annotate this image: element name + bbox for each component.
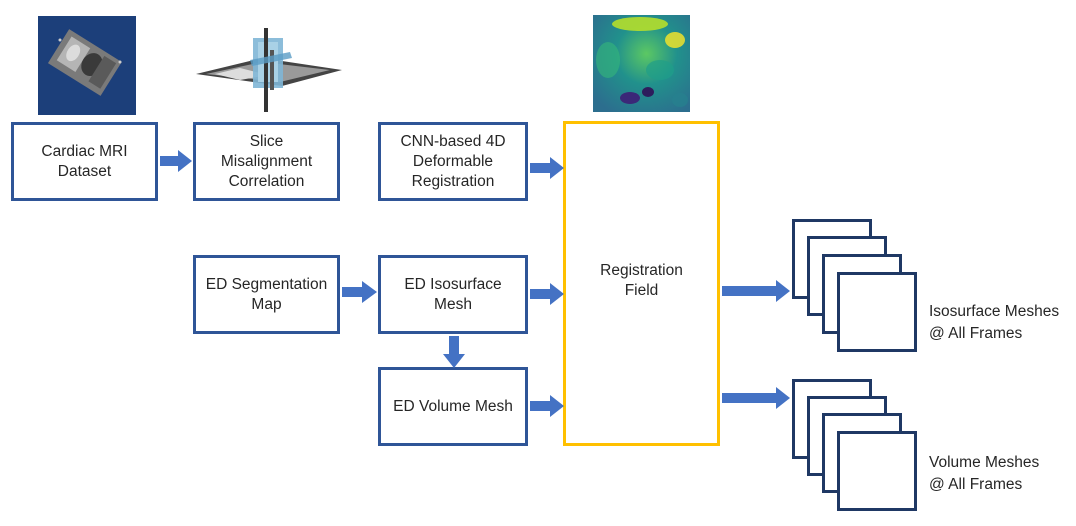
cnn-registration-box: CNN-based 4D Deformable Registration [378, 122, 528, 201]
mri-slice-thumbnail [38, 16, 136, 115]
arrow-field-to-iso-meshes [722, 280, 790, 302]
arrow-volume-to-field [530, 395, 564, 417]
ed-volume-box: ED Volume Mesh [378, 367, 528, 446]
arrow-mri-to-slice [160, 150, 192, 172]
arrow-cnn-to-field [530, 157, 564, 179]
isosurface-meshes-label: Isosurface Meshes @ All Frames [929, 303, 1060, 342]
cardiac-mri-dataset-box: Cardiac MRI Dataset [11, 122, 158, 201]
ed-isosurface-box: ED Isosurface Mesh [378, 255, 528, 334]
registration-field-box: Registration Field [563, 121, 720, 446]
slice-misalignment-box: Slice Misalignment Correlation [193, 122, 340, 201]
registration-field-heatmap [593, 15, 690, 112]
arrow-iso-to-field [530, 283, 564, 305]
arrow-iso-to-volume [443, 336, 465, 368]
arrow-field-to-volume-meshes [722, 387, 790, 409]
volume-meshes-label: Volume Meshes @ All Frames [929, 454, 1040, 493]
ed-segmentation-box: ED Segmentation Map [193, 255, 340, 334]
misaligned-slices-thumbnail [196, 28, 342, 112]
arrow-seg-to-iso [342, 281, 377, 303]
